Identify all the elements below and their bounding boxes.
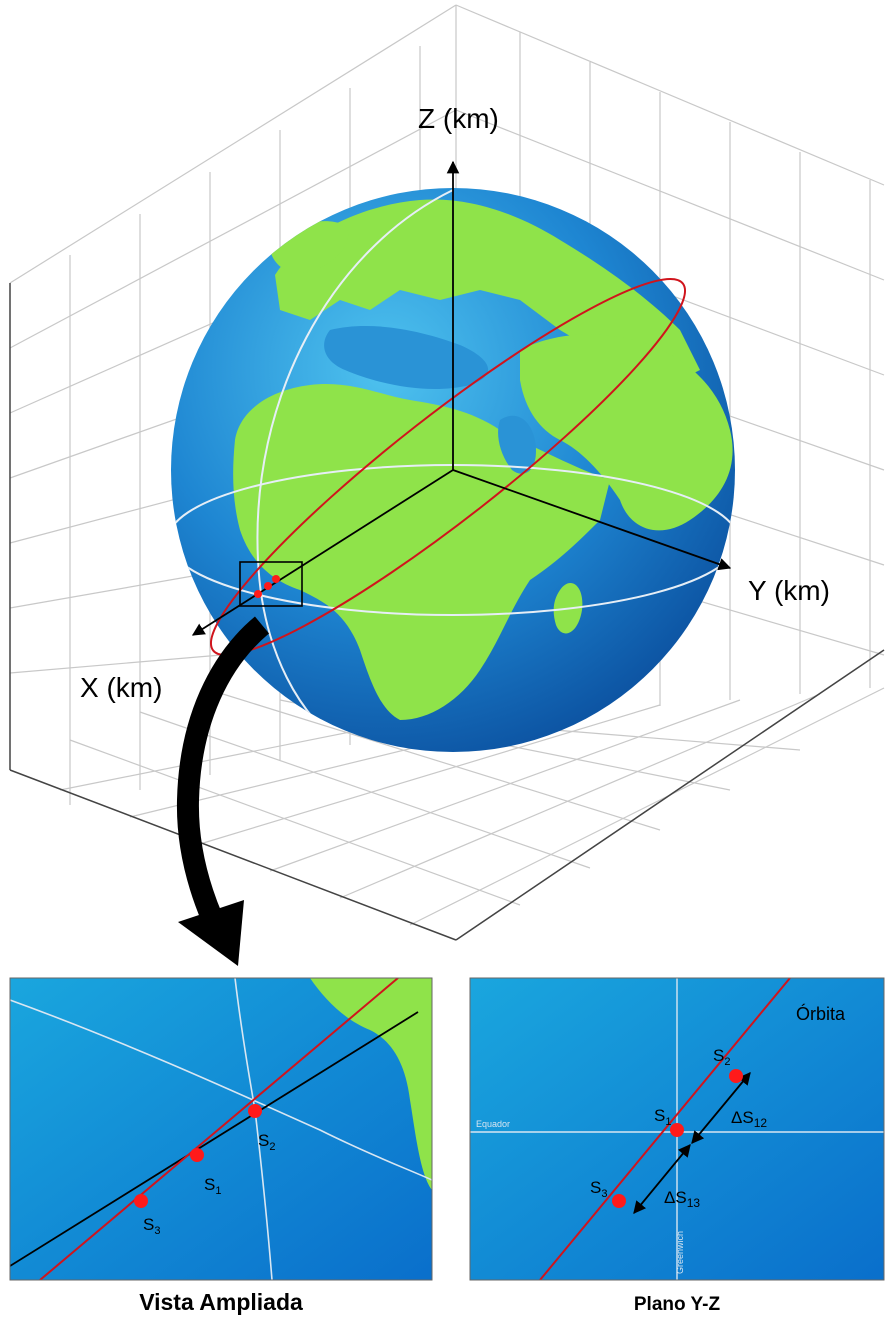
zoom-region-box bbox=[239, 561, 303, 607]
ds12-label: ΔS12 bbox=[731, 1108, 767, 1130]
plane-view-title: Plano Y-Z bbox=[633, 1294, 721, 1315]
ds13-arrow bbox=[633, 1144, 691, 1214]
x-axis-label: X (km) bbox=[80, 672, 162, 703]
zoom-s3-point bbox=[134, 1194, 148, 1208]
grid-box-edges bbox=[9, 283, 885, 941]
plane-panel: Órbita Equador Greenwich S2 S1 S3 ΔS12 Δ… bbox=[469, 977, 885, 1281]
orbit-label: Órbita bbox=[796, 1003, 846, 1024]
zoom-s1-label: S1 bbox=[204, 1175, 221, 1197]
greenwich-label: Greenwich bbox=[675, 1231, 685, 1274]
zoom-arrow bbox=[176, 616, 270, 966]
globe-satellites bbox=[254, 575, 280, 598]
plane-s3-point bbox=[612, 1194, 626, 1208]
y-axis bbox=[452, 469, 732, 571]
zoom-s3-label: S3 bbox=[143, 1215, 160, 1237]
plane-orbit-line bbox=[539, 978, 791, 1280]
axes bbox=[191, 160, 732, 636]
y-axis-label: Y (km) bbox=[748, 575, 830, 606]
x-axis bbox=[191, 469, 454, 636]
z-axis-label: Z (km) bbox=[418, 103, 499, 134]
plane-s2-label: S2 bbox=[713, 1046, 730, 1068]
zoom-satellite-points bbox=[134, 1104, 262, 1208]
plane-s1-label: S1 bbox=[654, 1106, 671, 1128]
zoom-s2-label: S2 bbox=[258, 1131, 275, 1153]
plane-s2-point bbox=[729, 1069, 743, 1083]
ds12-arrow bbox=[691, 1072, 751, 1144]
equator-label: Equador bbox=[476, 1119, 510, 1129]
plane-satellite-points bbox=[612, 1069, 743, 1208]
zoom-panel: S2 S1 S3 bbox=[9, 977, 433, 1281]
plane-s1-point bbox=[670, 1123, 684, 1137]
zoom-s2-point bbox=[248, 1104, 262, 1118]
ds13-label: ΔS13 bbox=[664, 1188, 700, 1210]
zoom-view-title: Vista Ampliada bbox=[139, 1289, 303, 1315]
plane-s3-label: S3 bbox=[590, 1178, 607, 1200]
orbit-path bbox=[210, 278, 686, 656]
zoom-s1-point bbox=[190, 1148, 204, 1162]
